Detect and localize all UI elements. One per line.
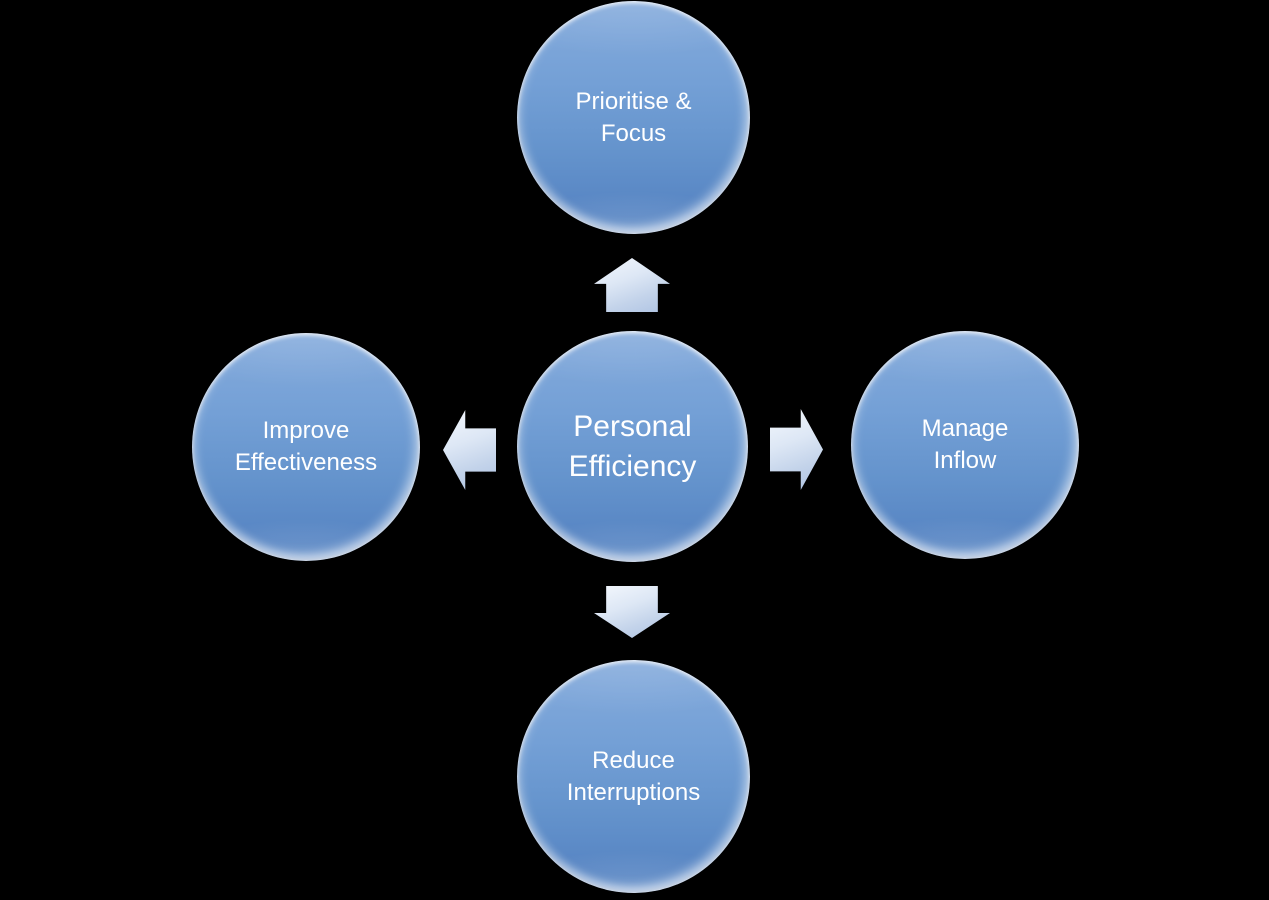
- node-label-line: Manage: [921, 415, 1009, 443]
- node-reduce-interruptions-label: Reduce Interruptions: [549, 745, 718, 808]
- node-label-line: Efficiency: [568, 449, 697, 483]
- node-label-line: Interruptions: [566, 778, 701, 806]
- node-prioritise-focus: Prioritise & Focus: [517, 1, 750, 234]
- arrow-right-icon: [770, 409, 823, 490]
- node-label-line: Effectiveness: [234, 449, 378, 476]
- node-personal-efficiency: Personal Efficiency: [517, 331, 748, 562]
- arrow-up-icon: [594, 258, 670, 312]
- node-manage-inflow-label: Manage Inflow: [904, 413, 1027, 476]
- node-personal-efficiency-label: Personal Efficiency: [551, 407, 715, 486]
- arrow-left-icon: [443, 410, 496, 490]
- node-label-line: Prioritise &: [575, 87, 692, 115]
- node-label-line: Personal: [573, 409, 692, 443]
- node-label-line: Inflow: [933, 447, 997, 474]
- node-improve-effectiveness-label: Improve Effectiveness: [217, 415, 395, 478]
- node-prioritise-focus-label: Prioritise & Focus: [557, 86, 709, 149]
- node-label-line: Focus: [600, 119, 667, 147]
- node-reduce-interruptions: Reduce Interruptions: [517, 660, 750, 893]
- node-manage-inflow: Manage Inflow: [851, 331, 1079, 559]
- node-label-line: Reduce: [592, 746, 675, 774]
- node-label-line: Improve: [262, 417, 350, 445]
- arrow-down-icon: [594, 586, 670, 638]
- node-improve-effectiveness: Improve Effectiveness: [192, 333, 420, 561]
